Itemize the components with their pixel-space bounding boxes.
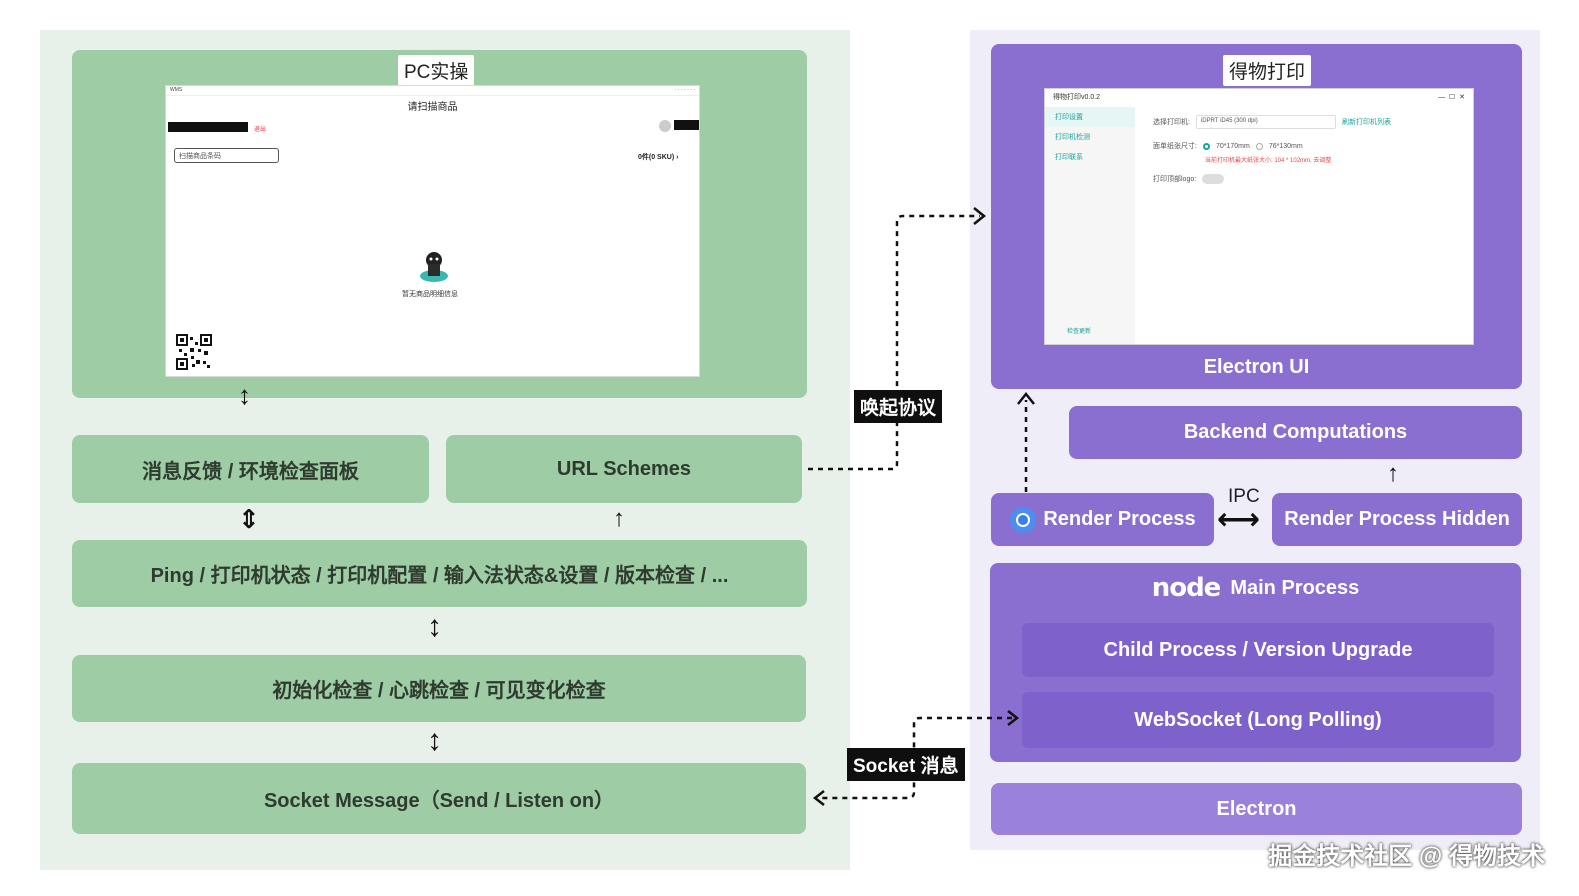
paper-size-warning: 当前打印机最大纸张大小: 104 * 102mm, 去调整 [1205,158,1332,164]
watermark: 掘金技术社区 @ 得物技术 [1268,843,1545,870]
render-process-box: Render Process [991,493,1214,546]
radio-unselected-icon[interactable] [1255,142,1263,150]
qr-code-icon [176,334,212,370]
render-process-hidden-box: Render Process Hidden [1272,493,1522,546]
pc-scan-input[interactable]: 扫描商品条码 [174,148,279,163]
ipc-label: IPC [1228,486,1260,507]
electron-box: Electron [991,783,1522,835]
node-logo: node [1151,573,1222,603]
checks-box: 初始化检查 / 心跳检查 / 可见变化检查 [72,655,806,722]
dewu-print-tag: 得物打印 [1223,55,1312,86]
paper-size-label: 面单纸张尺寸: [1153,143,1197,150]
logo-toggle[interactable] [1202,174,1225,184]
logo-label: 打印顶部logo: [1153,176,1197,183]
pc-empty-text: 暂无商品明细信息 [402,291,458,298]
pc-sku-count[interactable]: 0件(0 SKU) › [638,154,679,161]
pc-operation-tag: PC实操 [398,55,475,86]
sidebar-item-printer-check[interactable]: 打印机检测 [1055,134,1090,141]
check-update-link[interactable]: 检查更新 [1067,329,1092,335]
horizontal-bidirectional-arrow-icon: ⟷ [1217,503,1261,536]
electron-sidebar: 打印设置 打印机检测 打印联系 检查更新 [1045,107,1135,344]
electron-titlebar: 得物打印v0.0.2 — ☐ ✕ [1045,89,1473,105]
size-option-2: 76*130mm [1268,142,1303,150]
pc-redacted-bar [168,122,248,132]
main-process-label: Main Process [1230,577,1360,599]
up-arrow-icon: ↑ [613,505,625,532]
electron-ui-label: Electron UI [1203,356,1310,378]
pc-avatar [659,120,671,132]
electron-screenshot: 得物打印v0.0.2 — ☐ ✕ 打印设置 打印机检测 打印联系 检查更新 选择… [1044,88,1474,345]
refresh-printers-link[interactable]: 刷新打印机列表 [1341,119,1391,126]
printer-label: 选择打印机: [1153,119,1190,126]
ping-status-box: Ping / 打印机状态 / 打印机配置 / 输入法状态&设置 / 版本检查 /… [72,540,807,607]
sidebar-item-print-settings[interactable]: 打印设置 [1045,107,1135,127]
pc-topbar: WMS· · · · · · · [166,86,699,96]
radio-selected-icon[interactable] [1202,142,1210,150]
websocket-box: WebSocket (Long Polling) [1022,692,1494,748]
url-schemes-box: URL Schemes [446,435,802,503]
size-option-1: 70*170mm [1215,142,1250,150]
pc-redacted-user [674,120,699,130]
electron-app-title: 得物打印v0.0.2 [1053,94,1101,101]
printer-select[interactable]: iDPRT iD45 (300 dpi) [1195,115,1336,129]
chrome-icon [1010,506,1037,533]
sidebar-item-print-contact[interactable]: 打印联系 [1055,154,1083,161]
bidirectional-arrow-icon: ⇕ [238,504,260,534]
window-controls-icon[interactable]: — ☐ ✕ [1438,94,1465,101]
backend-computations-box: Backend Computations [1069,406,1522,459]
bidirectional-arrow-icon: ↕ [238,380,251,410]
pc-exit-button[interactable]: 退出 [254,127,267,133]
render-process-label: Render Process [1043,508,1196,530]
socket-message-tag: Socket 消息 [847,748,965,781]
up-arrow-icon: ↑ [1387,460,1399,487]
wake-protocol-tag: 唤起协议 [854,390,943,423]
socket-message-box: Socket Message（Send / Listen on） [72,763,806,834]
bidirectional-arrow-icon: ↕ [427,724,442,757]
pc-screen-title: 请扫描商品 [407,102,458,113]
feedback-panel-box: 消息反馈 / 环境检查面板 [72,435,429,503]
mascot-icon [420,252,448,282]
electron-settings-form: 选择打印机: iDPRT iD45 (300 dpi) 刷新打印机列表 面单纸张… [1153,115,1465,196]
pc-screenshot: WMS· · · · · · · 请扫描商品 退出 扫描商品条码 0件(0 SK… [165,85,700,377]
bidirectional-arrow-icon: ↕ [427,610,442,643]
child-process-box: Child Process / Version Upgrade [1022,623,1494,677]
